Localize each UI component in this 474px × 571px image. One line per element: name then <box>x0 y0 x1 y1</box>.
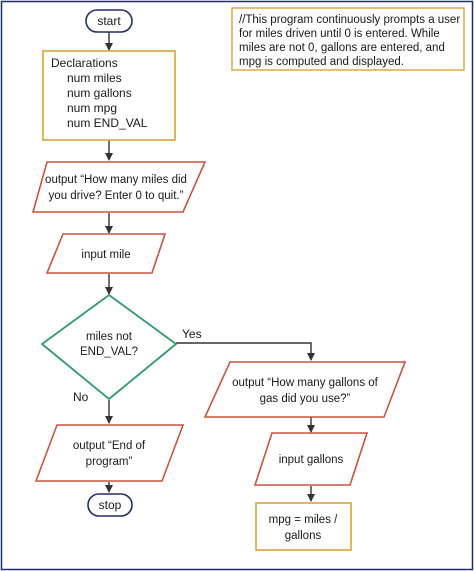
prompt-gallons-line-2: gas did you use?” <box>260 393 351 405</box>
compute-mpg-line-1: mpg = miles / <box>269 514 339 526</box>
declaration-gallons: num gallons <box>67 86 132 100</box>
end-output-parallelogram <box>34 424 185 482</box>
declarations-title: Declarations <box>51 56 118 70</box>
note-line-4: mpg is computed and displayed. <box>239 56 404 68</box>
note-line-1: //This program continuously prompts a us… <box>239 14 460 26</box>
start-terminal <box>85 9 133 33</box>
note-line-2: for miles driven until 0 is entered. Whi… <box>239 28 440 40</box>
input-mile-label: input mile <box>81 249 130 261</box>
decision-line-1: miles not <box>86 331 133 343</box>
declarations-box <box>42 50 176 141</box>
stop-label: stop <box>99 498 122 512</box>
note-line-3: miles are not 0, gallons are entered, an… <box>239 42 445 54</box>
declaration-mpg: num mpg <box>67 101 117 115</box>
declaration-miles: num miles <box>67 71 122 85</box>
prompt-gallons-line-1: output “How many gallons of <box>232 377 379 389</box>
compute-mpg-line-2: gallons <box>285 530 322 542</box>
connectors <box>105 32 315 502</box>
prompt-miles-line-2: you drive? Enter 0 to quit.” <box>49 190 184 202</box>
decision-line-2: END_VAL? <box>80 346 138 358</box>
note-box <box>231 7 465 71</box>
stop-terminal <box>87 493 133 517</box>
input-gallons-label: input gallons <box>279 454 344 466</box>
declaration-end-val: num END_VAL <box>67 116 148 130</box>
start-label: start <box>97 14 121 28</box>
compute-mpg-box <box>255 502 352 551</box>
yes-label: Yes <box>182 327 202 341</box>
end-output-line-2: program” <box>86 456 133 468</box>
prompt-miles-line-1: output “How many miles did <box>45 174 187 186</box>
no-label: No <box>73 390 89 404</box>
input-gallons-parallelogram <box>253 432 369 486</box>
end-output-line-1: output “End of <box>73 440 146 452</box>
edge-decision-yes <box>176 342 315 361</box>
prompt-gallons-parallelogram <box>203 361 407 418</box>
prompt-miles-parallelogram <box>31 161 207 213</box>
decision-diamond <box>40 293 178 401</box>
input-mile-parallelogram <box>45 233 167 274</box>
